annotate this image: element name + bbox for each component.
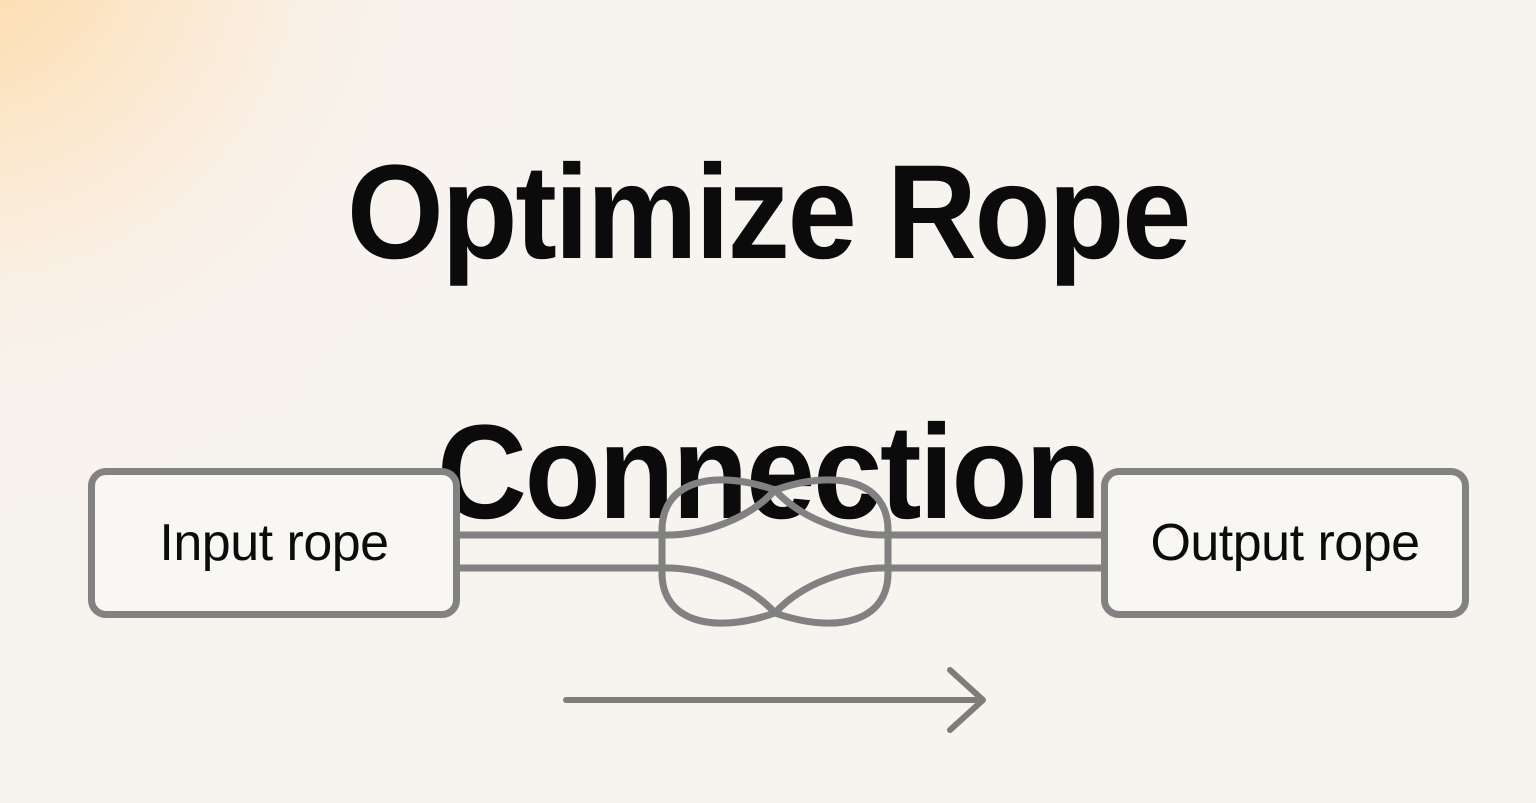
node-input-rope-label: Input rope [159,514,389,572]
knot-inner-curve-lower-left [659,564,779,617]
rope-knot [658,476,892,627]
knot-inner-curve-lower-right [771,564,891,617]
knot-outer-arc-top-right [771,476,892,534]
flow-arrow-head-icon [947,667,986,733]
knot-inner-curve-upper-right [771,486,891,539]
knot-inner-curve-upper-left [659,486,779,539]
flow-arrow [563,667,986,733]
knot-outer-arc-top-left [658,476,779,534]
knot-outer-arc-bottom-left [658,569,779,627]
page-title-line-1: Optimize Rope [346,137,1192,287]
page-title: Optimize Rope Connection [54,18,1482,668]
node-output-rope[interactable]: Output rope [1101,468,1469,618]
knot-outer-arc-bottom-right [771,569,892,627]
node-output-rope-label: Output rope [1150,514,1420,572]
node-input-rope[interactable]: Input rope [88,468,460,618]
